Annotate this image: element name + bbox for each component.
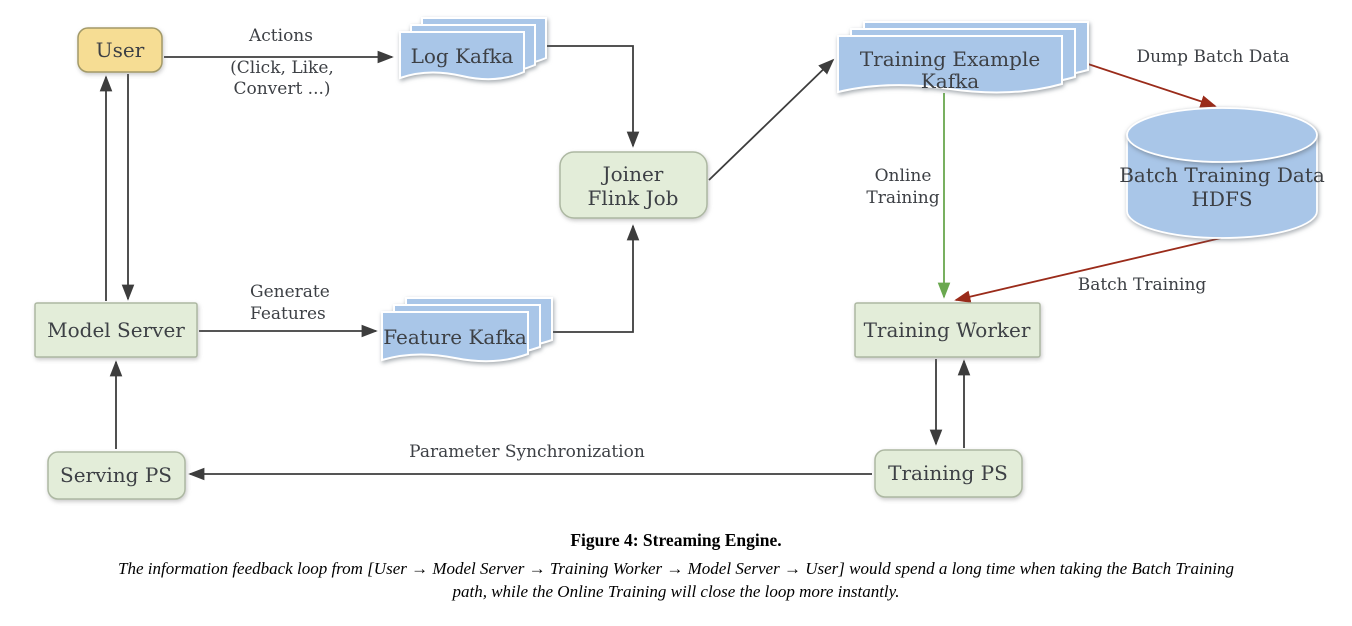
online-training-label-line2: Training [866,188,939,208]
node-joiner-flink-job: Joiner Flink Job [559,151,708,219]
training-ps-label: Training PS [888,461,1008,485]
generate-features-label-line2: Features [250,304,326,324]
figure-caption-title: Figure 4: Streaming Engine. [570,530,782,550]
figure-caption: Figure 4: Streaming Engine. The informat… [0,530,1352,603]
actions-sublabel-line1: (Click, Like, [230,58,334,78]
figure-caption-body: The information feedback loop from [User… [0,557,1352,603]
user-label: User [96,38,145,62]
edges [99,45,1222,481]
training-worker-box [854,302,1041,358]
edge-joiner-to-training-example-kafka [708,58,835,181]
model-server-box [34,302,198,358]
serving-ps-box [47,451,186,500]
model-server-label: Model Server [47,318,185,342]
edge-labels: Actions (Click, Like, Convert ...) Gener… [230,26,1289,462]
edge-feature-kafka-to-joiner [552,224,640,333]
edge-batch-training [954,237,1222,303]
node-log-kafka: Log Kafka [399,17,547,81]
user-box [77,27,163,73]
figure-caption-line2: path, while the Online Training will clo… [452,582,900,601]
joiner-box [559,151,708,219]
actions-sublabel-line2: Convert ...) [233,79,330,99]
training-example-kafka-label-line1: Training Example [860,47,1040,71]
training-ps-box [874,449,1023,498]
node-training-ps: Training PS [874,449,1023,498]
feature-kafka-layer-front [381,311,529,363]
dump-batch-data-label: Dump Batch Data [1136,47,1289,67]
node-user: User [77,27,163,73]
joiner-label-line1: Joiner [601,162,664,186]
hdfs-cylinder-top [1126,107,1318,163]
joiner-label-line2: Flink Job [588,186,679,210]
training-worker-label: Training Worker [864,318,1031,342]
node-batch-training-data-hdfs: Batch Training Data HDFS [1119,107,1325,239]
generate-features-label-line1: Generate [250,282,330,302]
log-kafka-layer-front [399,31,525,81]
node-feature-kafka: Feature Kafka [381,297,553,363]
actions-label: Actions [248,26,313,46]
hdfs-label-line1: Batch Training Data [1119,163,1325,187]
hdfs-label-line2: HDFS [1191,187,1252,211]
edge-log-kafka-to-joiner [536,45,640,148]
feature-kafka-label: Feature Kafka [383,325,527,349]
node-training-example-kafka: Training Example Kafka [837,21,1089,94]
streaming-engine-diagram: Actions (Click, Like, Convert ...) Gener… [34,17,1325,500]
online-training-label-line1: Online [875,166,932,186]
batch-training-label: Batch Training [1078,275,1207,295]
edge-dump-batch-data [1081,61,1217,108]
node-model-server: Model Server [34,302,198,358]
training-example-kafka-label-line2: Kafka [921,69,979,93]
parameter-sync-label: Parameter Synchronization [409,442,645,462]
node-training-worker: Training Worker [854,302,1041,358]
figure-caption-line1: The information feedback loop from [User… [118,559,1234,578]
log-kafka-label: Log Kafka [411,44,514,68]
node-serving-ps: Serving PS [47,451,186,500]
training-example-kafka-layer-front [837,35,1063,94]
serving-ps-label: Serving PS [60,463,172,487]
